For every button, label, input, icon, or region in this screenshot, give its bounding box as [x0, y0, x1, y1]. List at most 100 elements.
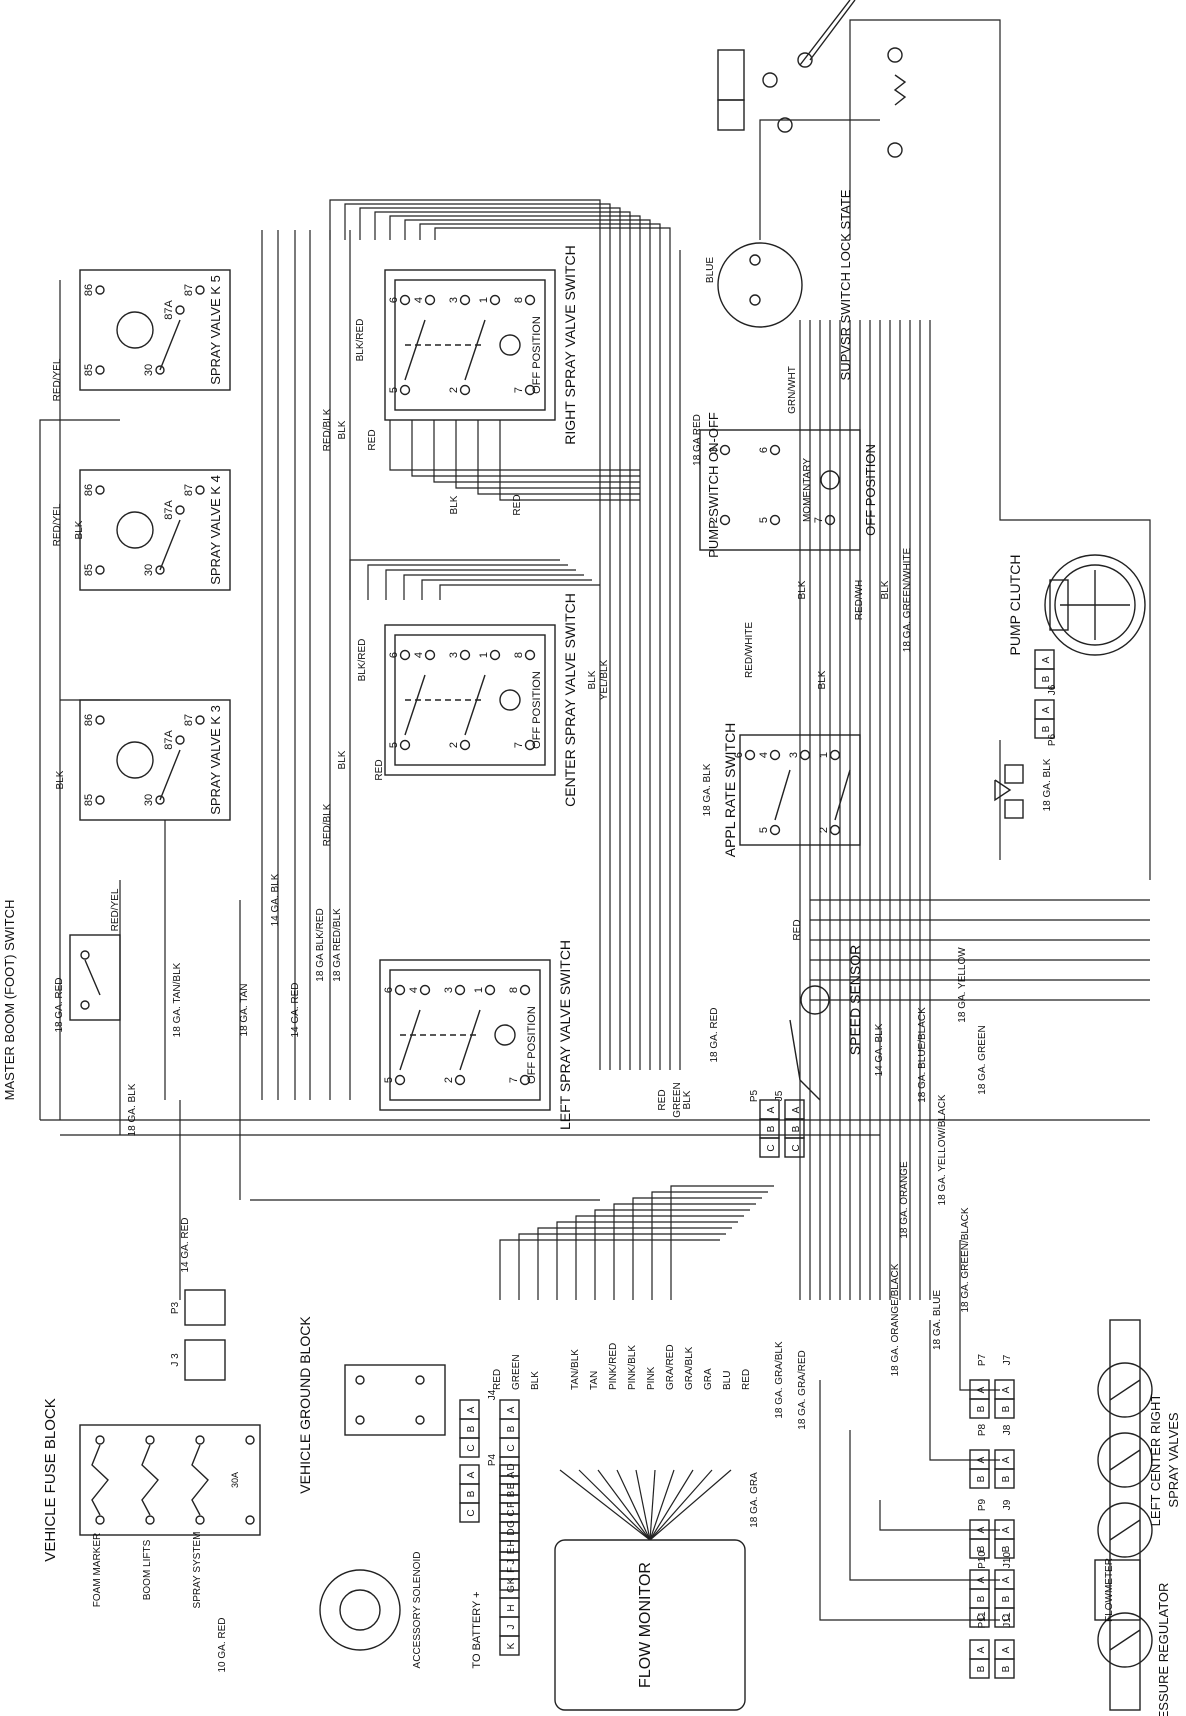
appl-lever	[774, 769, 791, 821]
pin-letter: A	[1001, 1386, 1012, 1393]
wire-label: RED/YEL	[110, 888, 121, 931]
switch-terminal	[524, 384, 536, 396]
wire-label: 18 GA. ORANGE	[899, 1161, 910, 1239]
ground-block	[344, 1364, 446, 1436]
supervisor-switch	[717, 242, 803, 328]
diode-box	[1004, 799, 1024, 819]
pin-letter: A	[976, 1526, 987, 1533]
connector-label: J7	[1002, 1354, 1013, 1365]
appl-body	[739, 734, 861, 846]
connector-p6	[1034, 699, 1055, 739]
connector-label: P5	[749, 1089, 760, 1102]
wire-label: BLK	[797, 580, 808, 599]
connector-label: J9	[1002, 1499, 1013, 1510]
switch-terminal	[489, 294, 501, 306]
switch-inner	[389, 969, 541, 1101]
wire-label: 18 GA RED/BLK	[332, 908, 343, 982]
switch-label: CENTER SPRAY VALVE SWITCH	[562, 593, 578, 807]
component-layer	[69, 0, 1153, 1711]
connector-label: J 3	[170, 1353, 181, 1367]
switch-terminal	[484, 984, 496, 996]
master-switch-terminal	[80, 950, 90, 960]
switch-knob	[499, 334, 521, 356]
battery-label: TO BATTERY +	[471, 1591, 483, 1668]
j4-wire-label: PINK	[646, 1366, 657, 1390]
switch-pin-label: 3	[443, 987, 455, 993]
pin-letter: D	[506, 1528, 517, 1535]
j4-wire-label: GRA/BLK	[684, 1346, 695, 1390]
switch-label: RIGHT SPRAY VALVE SWITCH	[562, 245, 578, 444]
switch-pin-label: 7	[513, 387, 525, 393]
diode-symbol	[994, 779, 1012, 802]
wire-label: BLK	[587, 670, 598, 689]
wire	[670, 1185, 774, 1300]
wire-label: 14 GA. RED	[180, 1217, 191, 1272]
switch-pin-label: 4	[413, 297, 425, 303]
wire-label: GREEN	[672, 1082, 683, 1118]
pin-letter: B	[1001, 1475, 1012, 1482]
relay-pin-label: 87	[183, 714, 195, 726]
switch-pin-label: 8	[508, 987, 520, 993]
pump-switch-knob	[820, 470, 840, 490]
relay-terminal	[777, 117, 793, 133]
pin-letter: A	[1041, 656, 1052, 663]
relay-pin-label: 85	[83, 364, 95, 376]
j4-wire-label: RED	[741, 1369, 752, 1390]
relay-pin-label: 86	[83, 284, 95, 296]
pin-letter: A	[1001, 1576, 1012, 1583]
switch-terminal	[424, 649, 436, 661]
fuse-element	[191, 1444, 209, 1516]
pin-letter: A	[976, 1456, 987, 1463]
pressure-regulator-label: PRESSURE REGULATOR	[1156, 1583, 1171, 1716]
pump-clutch	[1044, 554, 1146, 656]
wire	[389, 215, 641, 250]
flow-monitor-label: FLOW MONITOR	[637, 1562, 654, 1688]
relay-pin	[195, 285, 205, 295]
pin-letter: C	[976, 1614, 987, 1621]
switch-terminal	[454, 1074, 466, 1086]
wire	[499, 420, 640, 501]
connector-j7	[994, 1379, 1015, 1419]
wire-label: BLK	[682, 1090, 693, 1109]
pin-letter: K	[506, 1577, 517, 1584]
connector-j5	[784, 1099, 805, 1158]
connector-p4	[499, 1464, 520, 1656]
ground-block-body	[344, 1364, 446, 1436]
connector-pin	[459, 1502, 480, 1523]
connector-pin	[969, 1538, 990, 1559]
wire-label: GRN/WHT	[787, 366, 798, 414]
wire-label: 14 GA. BLK	[874, 1023, 885, 1076]
wire-label: BLK	[817, 670, 828, 689]
switch-lever	[464, 674, 486, 736]
connector-p5	[759, 1099, 780, 1158]
j4-wire-label: TAN/BLK	[570, 1349, 581, 1390]
connector-pin	[1034, 718, 1055, 739]
wire-label: RED	[792, 919, 803, 940]
switch-pin-label: 5	[388, 387, 400, 393]
monitor-lead	[616, 1469, 651, 1541]
valve-dial	[1097, 1612, 1153, 1668]
relay-contact	[159, 319, 181, 371]
left-spray-valve-switch	[379, 959, 551, 1111]
relay-body	[79, 269, 231, 391]
pin-letter: A	[1001, 1456, 1012, 1463]
monitor-lead	[559, 1469, 651, 1541]
relay-k5	[79, 269, 231, 391]
connector-label: P4	[487, 1453, 498, 1466]
wire	[404, 219, 651, 250]
switch-terminal	[394, 984, 406, 996]
switch-pin-label: 2	[443, 1077, 455, 1083]
connector-label: J11	[1002, 1612, 1013, 1628]
pin-letter: A	[1001, 1646, 1012, 1653]
wire	[929, 1320, 1000, 1461]
valve-dial	[1097, 1432, 1153, 1488]
relay-coil	[116, 511, 154, 549]
switch-pin-label: 8	[513, 652, 525, 658]
relay-pin-label: 87	[183, 284, 195, 296]
switch-terminal	[459, 384, 471, 396]
fuse-terminal	[245, 1515, 255, 1525]
relay-contact	[159, 749, 181, 801]
monitor-lead	[649, 1469, 656, 1541]
pin-letter: B	[976, 1545, 987, 1552]
